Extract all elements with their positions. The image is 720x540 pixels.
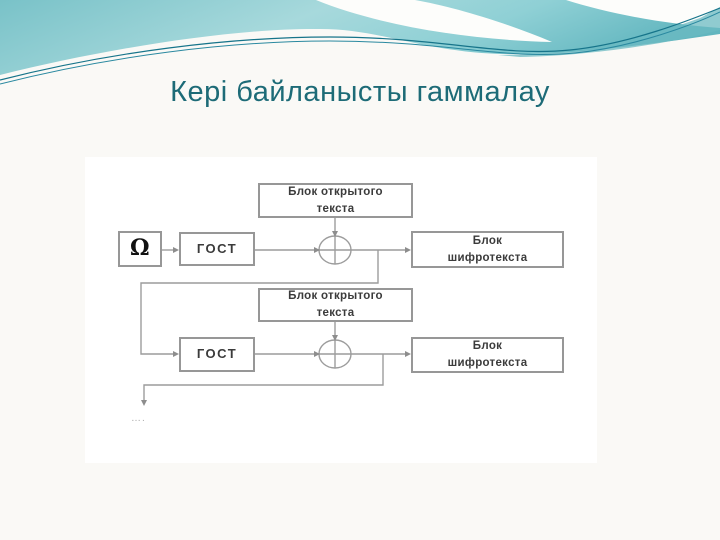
connector-lines — [140, 218, 409, 400]
wave-decoration — [0, 0, 720, 85]
arrowheads — [141, 231, 411, 406]
wave-outline-upper — [0, 7, 720, 81]
diagram-flow-lines — [140, 218, 411, 406]
plaintext-block-box-1: Блок открытого текста — [258, 183, 413, 218]
wave-main-band — [0, 0, 720, 75]
ciphertext-block-box-1: Блок шифротекста — [411, 231, 564, 268]
continuation-mark: …. — [131, 413, 146, 424]
page-title: Кері байланысты гаммалау — [170, 76, 550, 108]
wave-white-corner — [566, 0, 720, 28]
diagram-image: Ω Блок открытого текста ГОСТ Блок шифрот… — [85, 157, 597, 463]
gost-box-1: ГОСТ — [179, 232, 255, 266]
plaintext-block-box-2: Блок открытого текста — [258, 288, 413, 322]
wave-right-sweep — [498, 7, 720, 57]
ciphertext-block-box-2: Блок шифротекста — [411, 337, 564, 373]
gost-box-2: ГОСТ — [179, 337, 255, 372]
wave-outline-lower — [0, 11, 720, 85]
omega-box: Ω — [118, 231, 162, 267]
wave-white-swoosh — [316, 0, 552, 42]
